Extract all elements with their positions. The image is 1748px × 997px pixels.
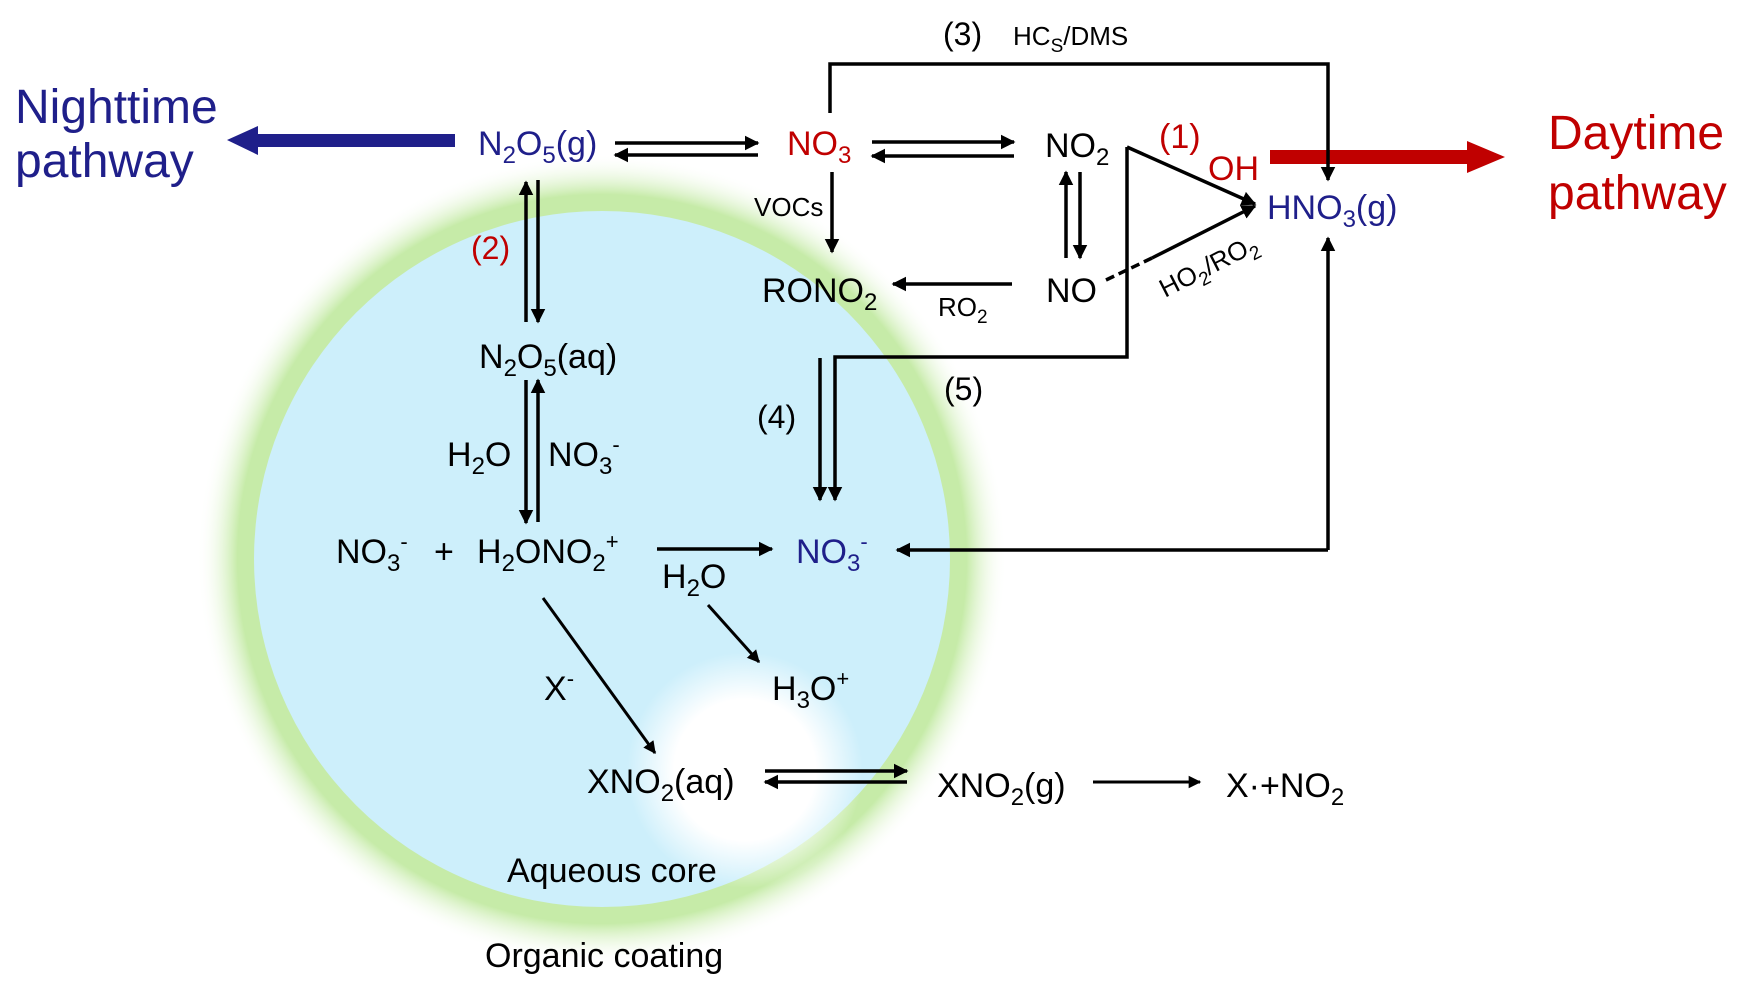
reagent-hcs-dms: HCS/DMS — [1013, 21, 1128, 57]
species-hno3-gas: HNO3(g) — [1267, 189, 1397, 233]
species-rono2: RONO2 — [762, 272, 877, 316]
species-h3o-plus: H3O+ — [772, 666, 849, 714]
reagent-h2o-left: H2O — [447, 436, 511, 480]
organic-coating-label: Organic coating — [485, 937, 723, 975]
daytime-label-line2: pathway — [1548, 167, 1727, 220]
species-no2: NO2 — [1045, 127, 1109, 171]
dashed-no-link — [1105, 256, 1153, 282]
arrow-h2o-to-h3o — [706, 603, 761, 664]
arrow-h2ono2-to-xno2aq — [541, 597, 657, 755]
species-xno2-aq: XNO2(aq) — [587, 763, 735, 807]
reagent-ho2-ro2: HO2/RO2 — [1154, 228, 1265, 308]
reagent-oh: OH — [1208, 150, 1259, 188]
species-no3: NO3 — [787, 125, 851, 169]
reagent-vocs: VOCs — [754, 192, 823, 222]
pathway-3-line — [828, 62, 1336, 182]
reaction-label-3: (3) — [943, 16, 982, 52]
reagent-x-minus: X- — [544, 666, 574, 708]
nighttime-arrow — [227, 126, 455, 155]
plus-sign: + — [434, 533, 454, 571]
pathway-5-line — [827, 147, 1129, 502]
reaction-label-1: (1) — [1159, 118, 1201, 156]
species-no3-minus-reactant: NO3- — [336, 529, 408, 577]
reaction-label-2: (2) — [471, 230, 510, 266]
arrow-no2-oh-to-hno3 — [1126, 145, 1257, 206]
species-n2o5-gas: N2O5(g) — [478, 125, 597, 169]
reaction-label-5: (5) — [944, 371, 983, 407]
nighttime-label: Nighttime — [15, 81, 218, 134]
daytime-label: Daytime — [1548, 107, 1724, 160]
reagent-h2o-hydrolysis: H2O — [662, 558, 726, 602]
species-h2ono2-plus: H2ONO2+ — [477, 529, 619, 577]
reaction-label-4: (4) — [757, 399, 796, 435]
reagent-ro2: RO2 — [938, 292, 988, 328]
aqueous-core-label: Aqueous core — [507, 852, 717, 890]
species-n2o5-aq: N2O5(aq) — [479, 338, 617, 382]
species-no3-minus-product: NO3- — [796, 529, 868, 577]
species-xno2-gas: XNO2(g) — [937, 767, 1066, 811]
species-x-radical-no2: X·+NO2 — [1226, 767, 1344, 811]
interface-highlight — [627, 652, 863, 888]
species-no: NO — [1046, 272, 1097, 310]
reagent-no3-minus: NO3- — [548, 432, 620, 480]
arrow-ho2-ro2-to-hno3 — [1151, 204, 1257, 260]
daytime-arrow — [1270, 141, 1505, 173]
nighttime-label-line2: pathway — [15, 135, 194, 188]
